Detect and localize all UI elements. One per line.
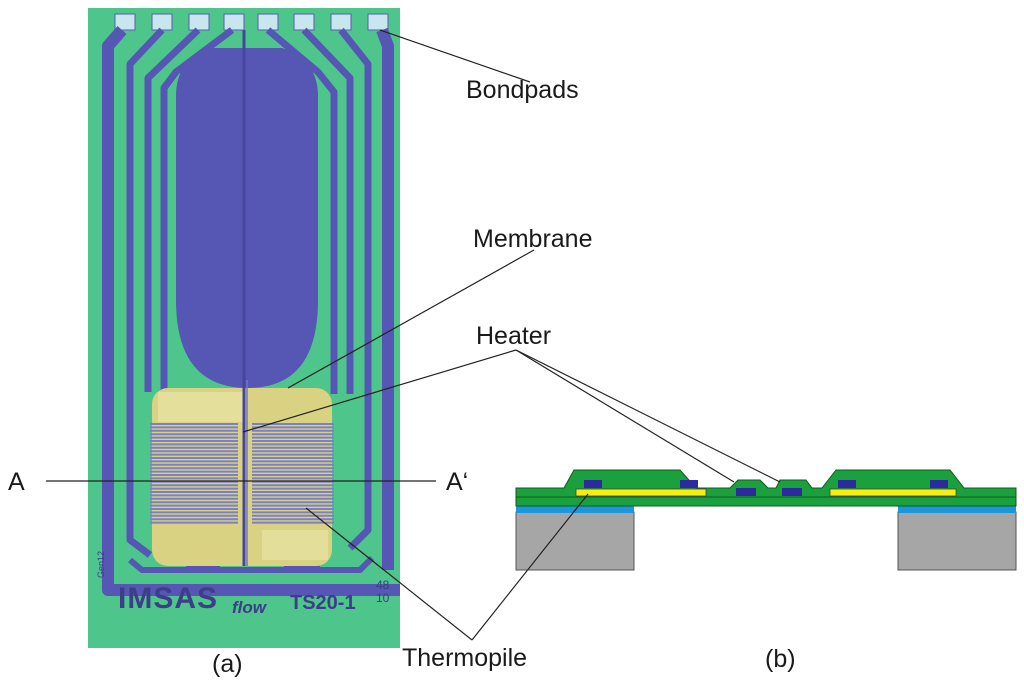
- trace-left-outer: [102, 26, 400, 596]
- heater-lead-pad: [176, 48, 318, 388]
- membrane-glare: [158, 392, 244, 422]
- bondpad-row: [114, 13, 389, 31]
- leader-heater-cs-1: [515, 349, 735, 483]
- chip-code-bottom: 10: [376, 591, 390, 605]
- bondpad: [151, 13, 173, 31]
- bondpad: [114, 13, 136, 31]
- metal-contacts: [584, 480, 948, 496]
- leader-membrane: [287, 249, 535, 389]
- bondpad: [257, 13, 279, 31]
- contact: [782, 488, 802, 496]
- leader-heater-chip: [242, 349, 517, 433]
- trace-bottom-loop: [128, 555, 375, 573]
- chip-photo: [88, 8, 400, 648]
- cross-section: [515, 469, 1017, 571]
- label-membrane: Membrane: [473, 225, 593, 253]
- trace-left-3: [144, 27, 201, 392]
- silicon-right: [897, 511, 1017, 571]
- label-panel-b: (b): [765, 645, 796, 673]
- leader-heater-cs-2: [515, 349, 781, 483]
- chip-brand-suffix: flow: [232, 598, 266, 617]
- chip-mark-left: [186, 566, 220, 572]
- trace-right-3: [301, 27, 354, 394]
- chip-part-number: TS20-1: [290, 592, 356, 614]
- trace-right-4: [265, 27, 338, 394]
- bondpad: [293, 13, 315, 31]
- outer-traces: [102, 26, 400, 596]
- chip-mark-right: [284, 566, 320, 572]
- trace-right-outer: [376, 27, 394, 570]
- leader-thermopile-cs: [471, 493, 589, 641]
- label-panel-a: (a): [212, 650, 243, 678]
- label-thermopile: Thermopile: [402, 644, 528, 672]
- contact: [680, 480, 698, 488]
- bondpad: [223, 13, 245, 31]
- leader-bondpads: [379, 29, 531, 83]
- membrane-glare-lower: [262, 530, 328, 560]
- contact: [584, 480, 602, 488]
- leader-thermopile-chip: [305, 507, 473, 641]
- leader-lines: [242, 29, 781, 641]
- bondpad: [188, 13, 210, 31]
- contact: [736, 488, 756, 496]
- trace-left-2: [126, 27, 165, 558]
- silicon-left: [515, 511, 635, 571]
- chip-brand: IMSAS: [118, 582, 219, 615]
- trace-right-2: [338, 27, 372, 551]
- bondpad: [330, 13, 352, 31]
- heater-resistor-right: [829, 488, 957, 497]
- bondpad: [367, 13, 389, 31]
- membrane-area: [152, 388, 332, 566]
- chip-code-top: 48: [376, 578, 390, 592]
- label-section-a-prime: A‘: [446, 468, 469, 496]
- chip-gen-mark: Gen12: [96, 550, 106, 578]
- label-heater: Heater: [476, 322, 552, 350]
- contact: [838, 480, 856, 488]
- heater-resistor-left: [575, 488, 707, 497]
- oxide-right: [898, 505, 1016, 513]
- label-section-a: A: [8, 468, 25, 496]
- label-bondpads: Bondpads: [466, 76, 579, 104]
- contact: [930, 480, 948, 488]
- oxide-left: [516, 505, 634, 513]
